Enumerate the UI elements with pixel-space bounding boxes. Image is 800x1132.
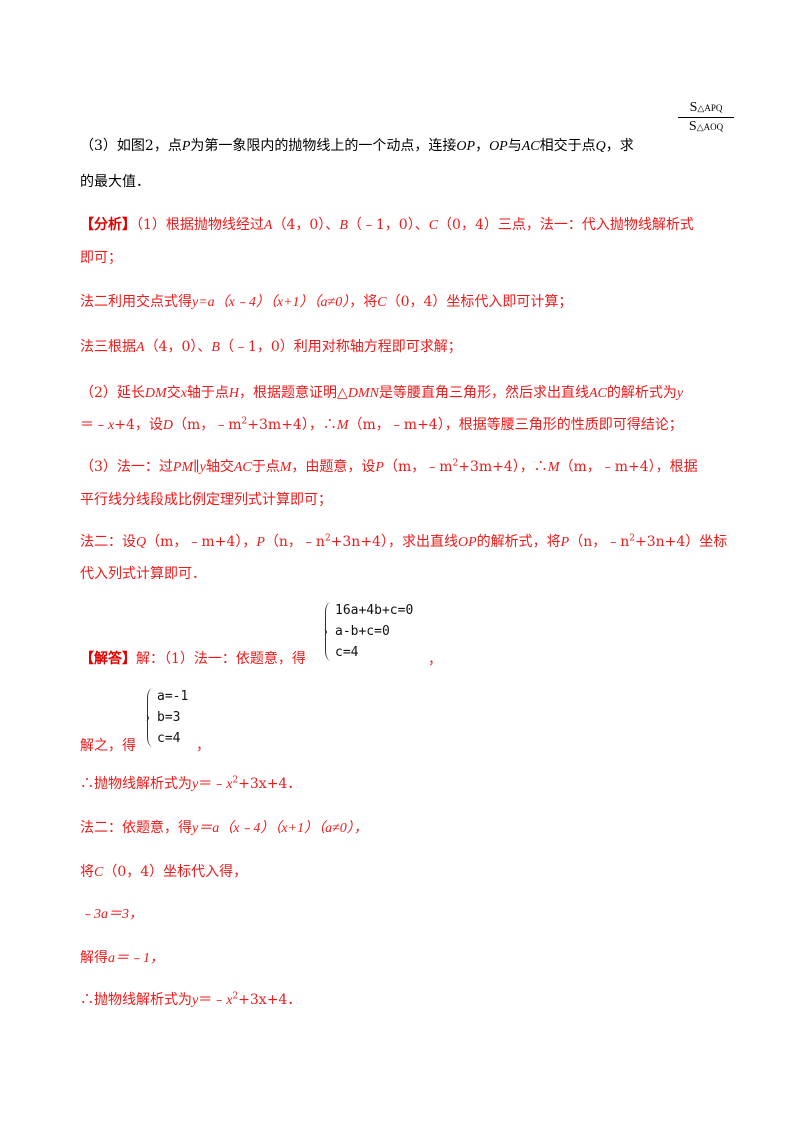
analysis-p3: 法三根据A（4，0）、B（﹣1，0）利用对称轴方程即可求解； [80, 339, 462, 355]
fraction-numerator: S△APQ [678, 100, 734, 118]
area-ratio-fraction: S△APQ S△AOQ [678, 100, 734, 135]
left-brace-icon [325, 602, 333, 661]
solution-label: 【解答】 [80, 651, 136, 667]
method-2-line: 法二：依题意，得y＝a（x﹣4）（x+1）（a≠0）， [80, 820, 368, 836]
analysis-p4-line2: ＝﹣x+4，设D（m，﹣m2+3m+4），∴M（m，﹣m+4），根据等腰三角形的… [80, 416, 683, 433]
left-brace-icon [147, 688, 155, 747]
fraction-denominator: S△AOQ [688, 119, 724, 134]
equation-line: ﹣3a＝3， [80, 907, 143, 922]
equation-system-1: 16a+4b+c=0 a-b+c=0 c=4 [325, 600, 413, 663]
comma-2: ， [196, 738, 210, 754]
analysis-p6-line1: 法二：设Q（m，﹣m+4），P（n，﹣n2+3n+4），求出直线OP的解析式，将… [80, 533, 728, 550]
equation-system-2: a=-1 b=3 c=4 [147, 686, 188, 749]
analysis-p1-line2: 即可； [80, 250, 122, 266]
solve-a-line: 解得a＝﹣1， [80, 950, 164, 966]
analysis-p2: 法二利用交点式得y=a（x﹣4）（x+1）（a≠0），将C（0，4）坐标代入即可… [80, 294, 573, 310]
analysis-p5-line2: 平行线分线段成比例定理列式计算即可； [80, 492, 332, 508]
question-part3-line1: （3）如图2，点P为第一象限内的抛物线上的一个动点，连接OP，OP与AC相交于点… [80, 138, 634, 154]
analysis-p4-line1: （2）延长DM交x轴于点H，根据题意证明△DMN是等腰直角三角形，然后求出直线A… [80, 385, 684, 401]
analysis-p1-line1: 【分析】（1）根据抛物线经过A（4，0）、B（﹣1，0）、C（0，4）三点，法一… [80, 217, 694, 233]
result-1: ∴抛物线解析式为y＝﹣x2+3x+4． [80, 775, 302, 792]
solve-text: 解之，得 [80, 738, 136, 754]
comma-1: ， [428, 652, 442, 668]
result-2: ∴抛物线解析式为y＝﹣x2+3x+4． [80, 991, 302, 1008]
analysis-p5-line1: （3）法一：过PM∥y轴交AC于点M，由题意，设P（m，﹣m2+3m+4），∴M… [80, 458, 698, 475]
substitute-line: 将C（0，4）坐标代入得， [80, 864, 248, 880]
question-part3-line2: 的最大值． [80, 174, 150, 190]
solution-intro: 【解答】解：（1）法一：依题意，得 [80, 651, 306, 667]
analysis-label: 【分析】 [80, 217, 136, 233]
analysis-p6-line2: 代入列式计算即可． [80, 566, 206, 582]
